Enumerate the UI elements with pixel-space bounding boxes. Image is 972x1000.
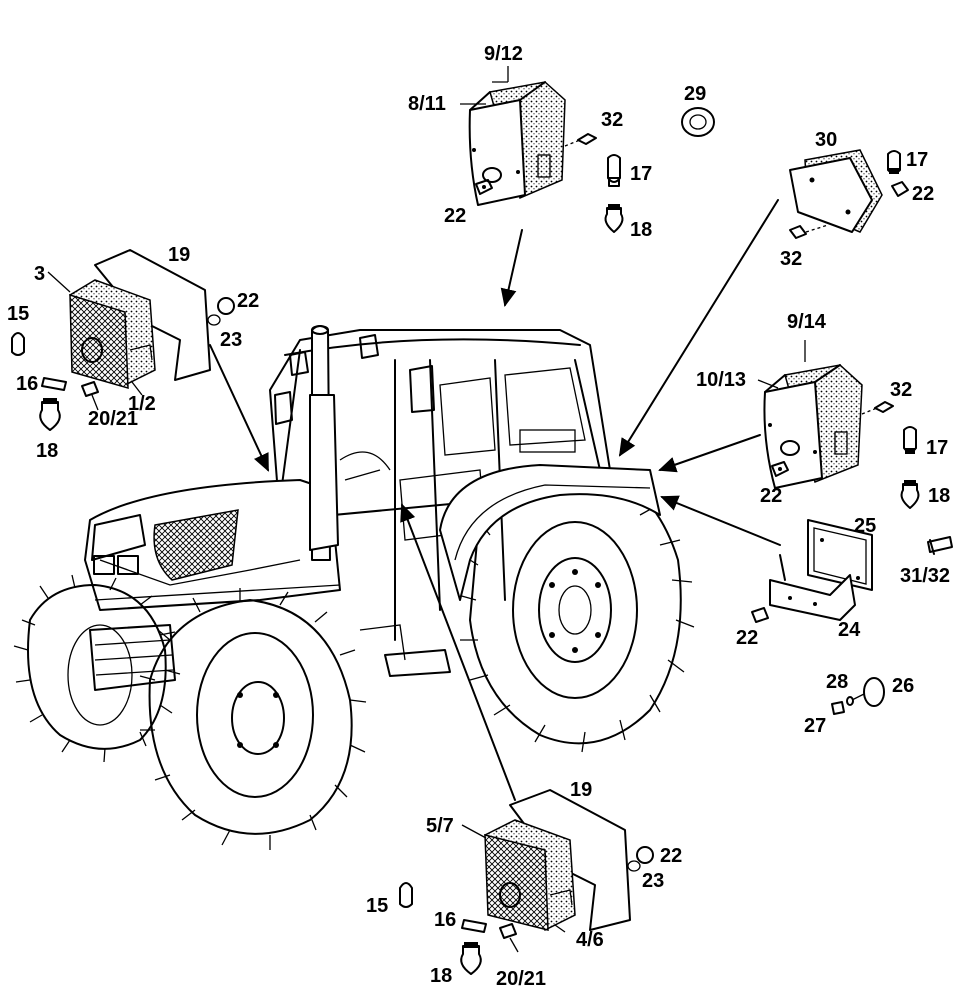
label-23-lower: 23 xyxy=(642,870,664,892)
label-16-upper: 16 xyxy=(16,373,38,395)
label-1-2: 1/2 xyxy=(128,393,156,415)
label-23-upper: 23 xyxy=(220,329,242,351)
label-17-right: 17 xyxy=(926,437,948,459)
label-18-right: 18 xyxy=(928,485,950,507)
label-9-12: 9/12 xyxy=(484,43,523,65)
label-26: 26 xyxy=(892,675,914,697)
label-9-14: 9/14 xyxy=(787,311,827,333)
front-axle xyxy=(89,624,176,691)
label-28: 28 xyxy=(826,671,848,693)
label-3: 3 xyxy=(34,263,45,285)
part-reflector-bracket xyxy=(751,519,953,623)
label-19-upper: 19 xyxy=(168,244,190,266)
label-29: 29 xyxy=(684,83,706,105)
label-31-32: 31/32 xyxy=(900,565,950,587)
label-32-marker: 32 xyxy=(780,248,802,270)
part-round-reflector xyxy=(831,677,885,715)
label-4-6: 4/6 xyxy=(576,929,604,951)
front-wheel-right xyxy=(139,588,367,850)
cab-steps xyxy=(359,624,451,677)
part-grommet xyxy=(681,107,715,137)
label-22-bracket: 22 xyxy=(736,627,758,649)
part-rear-lamp-upper-left xyxy=(11,249,235,431)
rear-fender xyxy=(439,464,661,601)
label-18-upper: 18 xyxy=(36,440,58,462)
label-15-lower: 15 xyxy=(366,895,388,917)
label-30: 30 xyxy=(815,129,837,151)
label-20-21-upper: 20/21 xyxy=(88,408,138,430)
label-22-top: 22 xyxy=(444,205,466,227)
pointer-arrows xyxy=(209,199,781,801)
callout-labels: 9/12 8/11 32 17 18 22 29 30 17 22 32 19 … xyxy=(7,43,950,990)
front-wheel-left xyxy=(13,574,181,763)
part-side-marker-lamp xyxy=(789,149,909,239)
label-15-upper: 15 xyxy=(7,303,29,325)
exhaust-pipe xyxy=(309,325,339,561)
label-10-13: 10/13 xyxy=(696,369,746,391)
label-22-right: 22 xyxy=(760,485,782,507)
tractor-illustration xyxy=(13,325,695,850)
label-22-upper: 22 xyxy=(237,290,259,312)
label-17-top: 17 xyxy=(630,163,652,185)
label-25: 25 xyxy=(854,515,876,537)
label-5-7: 5/7 xyxy=(426,815,454,837)
part-tail-lamp-top xyxy=(460,66,624,233)
label-18-top: 18 xyxy=(630,219,652,241)
label-22-lower: 22 xyxy=(660,845,682,867)
part-tail-lamp-right xyxy=(757,340,920,509)
label-17-right-top: 17 xyxy=(906,149,928,171)
label-24: 24 xyxy=(838,619,861,641)
label-8-11: 8/11 xyxy=(408,93,446,115)
rear-wheel xyxy=(457,464,695,753)
label-27: 27 xyxy=(804,715,826,737)
label-18-lower: 18 xyxy=(430,965,452,987)
label-16-lower: 16 xyxy=(434,909,456,931)
label-32-top: 32 xyxy=(601,109,623,131)
part-rear-lamp-lower xyxy=(399,789,654,975)
label-32-right: 32 xyxy=(890,379,912,401)
label-19-lower: 19 xyxy=(570,779,592,801)
label-22-right-top: 22 xyxy=(912,183,934,205)
engine-hood xyxy=(84,479,341,611)
label-20-21-lower: 20/21 xyxy=(496,968,546,990)
